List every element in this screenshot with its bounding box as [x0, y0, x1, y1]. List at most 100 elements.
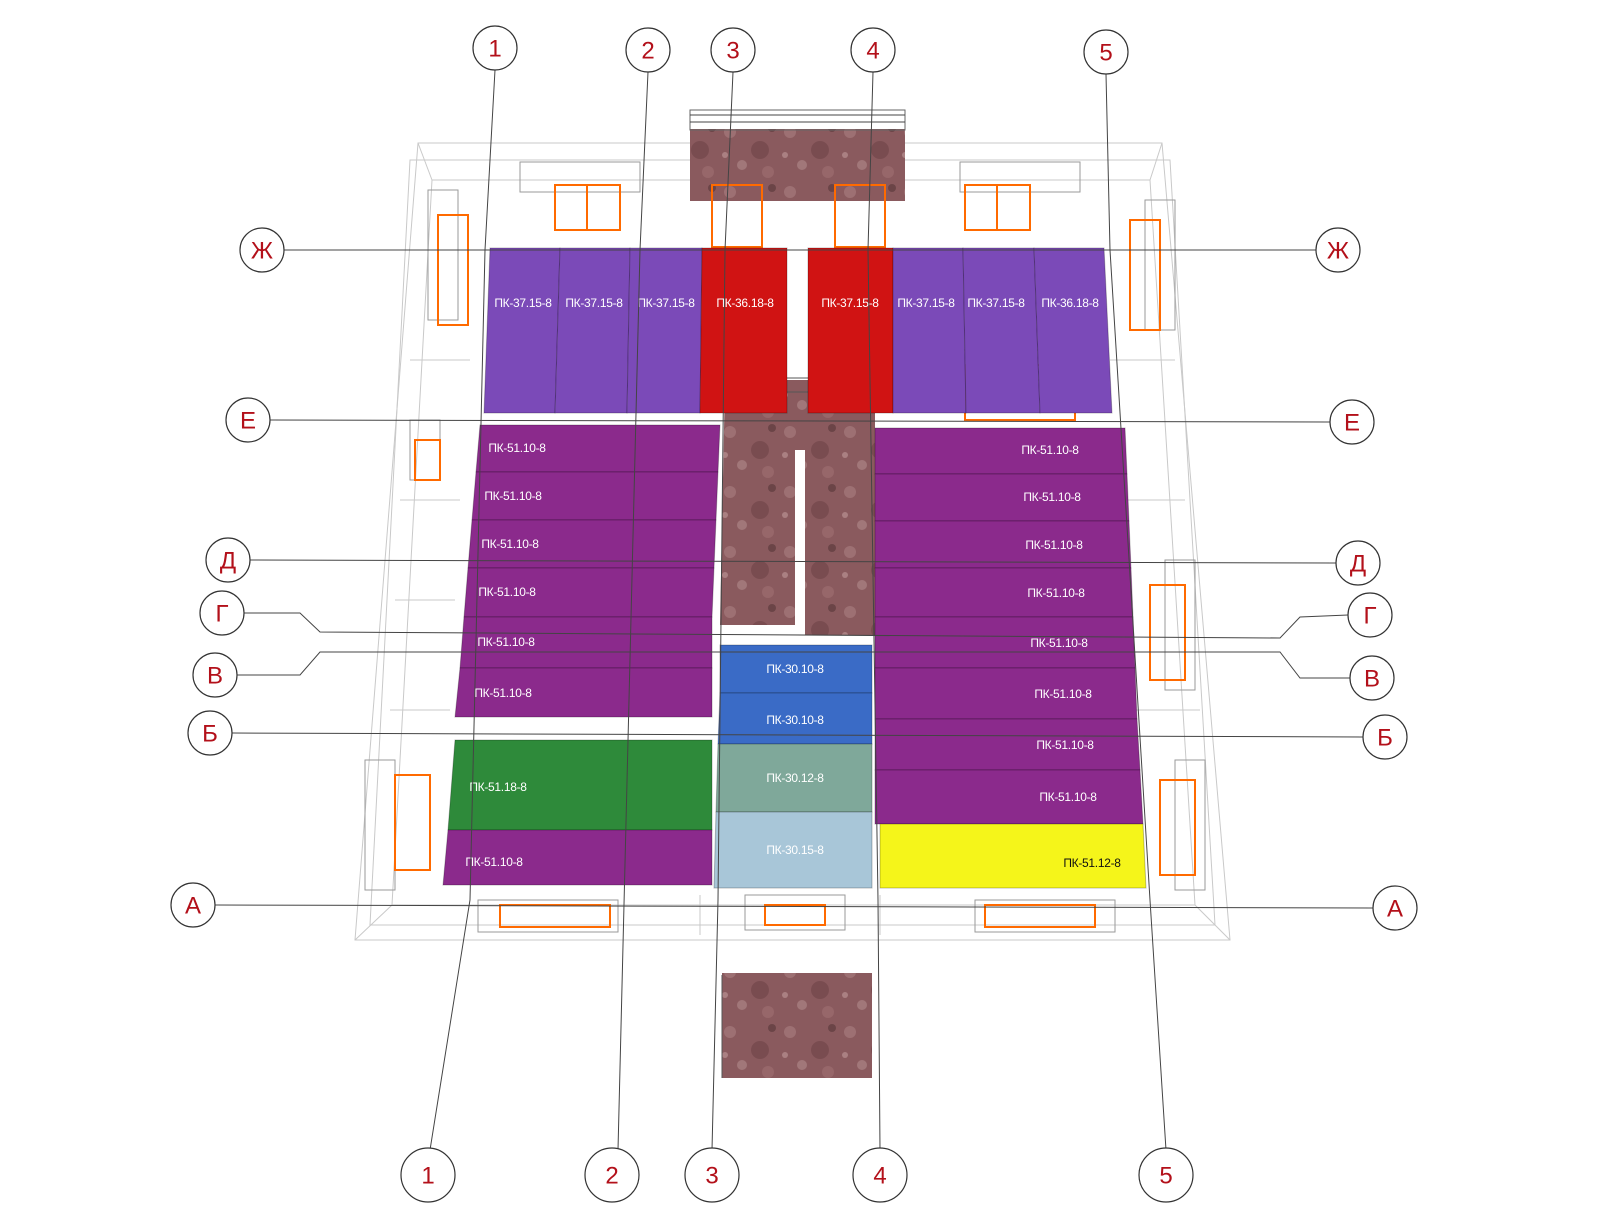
- axis-line-Б: [231, 732, 1364, 738]
- axis-left-Г: Г: [216, 601, 229, 628]
- slab-14: [454, 667, 713, 718]
- axis-left-Д-circle: [205, 537, 251, 583]
- axis-left-Г-circle: [199, 590, 245, 636]
- axis-right-А-circle: [1372, 885, 1418, 931]
- slab-label: ПК-37.15-8: [494, 296, 552, 310]
- slab-label: ПК-51.10-8: [465, 855, 523, 869]
- axis-line-3: [711, 71, 734, 1151]
- axis-bottom-1-circle: [400, 1147, 456, 1203]
- slab-label: ПК-30.10-8: [766, 713, 824, 727]
- slab-label: ПК-51.10-8: [1034, 687, 1092, 701]
- axis-bottom-3-circle: [684, 1147, 740, 1203]
- axis-line-Г: [244, 612, 1349, 639]
- slab-label: ПК-30.12-8: [766, 771, 824, 785]
- axis-bottom-4-circle: [852, 1147, 908, 1203]
- slab-7: [962, 247, 1041, 414]
- stair-flight: [720, 377, 876, 635]
- axis-bottom-5: 5: [1159, 1163, 1172, 1190]
- windows: [364, 161, 1206, 933]
- slab-label: ПК-37.15-8: [897, 296, 955, 310]
- axis-top-2-circle: [625, 27, 671, 73]
- floor-slabs: ПК-37.15-8 ПК-37.15-8 ПК-37.15-8 ПК-36.18-8…: [442, 247, 1147, 889]
- slab-25: [874, 616, 1136, 669]
- slab-label: ПК-51.10-8: [1025, 538, 1083, 552]
- axis-line-1: [429, 69, 496, 1151]
- axis-line-5: [1105, 73, 1167, 1151]
- axis-top-1-circle: [472, 25, 518, 71]
- axis-top-5-circle: [1083, 29, 1129, 75]
- slab-2: [554, 247, 631, 414]
- slab-label: ПК-51.12-8: [1063, 856, 1121, 870]
- axis-right-Е: Е: [1344, 410, 1360, 437]
- slab-26: [874, 667, 1138, 720]
- axis-right-В: В: [1364, 666, 1380, 693]
- axis-top-4-circle: [850, 27, 896, 73]
- axis-bottom-1: 1: [421, 1163, 434, 1190]
- entrance-landing: [721, 973, 872, 1078]
- slab-16: [442, 829, 713, 886]
- slab-label: ПК-37.15-8: [637, 296, 695, 310]
- axis-top-1: 1: [488, 36, 501, 63]
- axis-right-Б: Б: [1377, 725, 1393, 752]
- slab-6: [892, 247, 967, 414]
- axis-line-Д: [249, 559, 1337, 564]
- slab-28: [874, 769, 1144, 825]
- axis-right-Д-circle: [1335, 540, 1381, 586]
- axis-left-В: В: [207, 663, 223, 690]
- axis-left-Ж-circle: [239, 227, 285, 273]
- axis-right-Ж-circle: [1315, 227, 1361, 273]
- slab-1: [483, 247, 561, 414]
- slab-label: ПК-30.10-8: [766, 662, 824, 676]
- slab-24: [874, 567, 1134, 618]
- axis-left-Д: Д: [220, 548, 236, 575]
- slab-label: ПК-36.18-8: [1041, 296, 1099, 310]
- axis-left-Ж: Ж: [251, 238, 273, 265]
- axis-line-А: [214, 904, 1374, 909]
- slab-label: ПК-51.18-8: [469, 780, 527, 794]
- axis-top-3: 3: [726, 38, 739, 65]
- slab-29: [879, 823, 1147, 889]
- axis-bottom-2-circle: [584, 1147, 640, 1203]
- slab-label: ПК-51.10-8: [481, 537, 539, 551]
- axis-bottom-2: 2: [605, 1163, 618, 1190]
- slab-label: ПК-51.10-8: [477, 635, 535, 649]
- axis-line-Е: [269, 419, 1331, 423]
- axis-top-5: 5: [1099, 40, 1112, 67]
- slab-20: [713, 811, 873, 889]
- slab-label: ПК-51.10-8: [488, 441, 546, 455]
- slab-label: ПК-51.10-8: [1036, 738, 1094, 752]
- building-wireframe: [354, 142, 1231, 941]
- slab-label: ПК-51.10-8: [484, 489, 542, 503]
- slab-22: [874, 473, 1130, 522]
- axis-right-Е-circle: [1329, 399, 1375, 445]
- slab-23: [874, 520, 1132, 569]
- axis-right-Ж: Ж: [1327, 238, 1349, 265]
- slab-label: ПК-30.15-8: [766, 843, 824, 857]
- slab-5: [807, 247, 894, 414]
- axis-line-4: [867, 71, 881, 1151]
- balcony-top: [689, 109, 906, 201]
- slab-27: [874, 718, 1141, 771]
- slab-label: ПК-51.10-8: [474, 686, 532, 700]
- axis-left-Б: Б: [202, 721, 218, 748]
- axis-left-А-circle: [170, 882, 216, 928]
- axis-left-Е: Е: [240, 408, 256, 435]
- slab-label: ПК-51.10-8: [1027, 586, 1085, 600]
- slab-label: ПК-51.10-8: [478, 585, 536, 599]
- slab-8: [1033, 247, 1113, 414]
- slab-label: ПК-51.10-8: [1021, 443, 1079, 457]
- axis-right-Г-circle: [1347, 592, 1393, 638]
- slab-label: ПК-37.15-8: [821, 296, 879, 310]
- axis-left-Б-circle: [187, 710, 233, 756]
- axis-bottom-3: 3: [705, 1163, 718, 1190]
- axis-bottom-5-circle: [1138, 1147, 1194, 1203]
- slab-label: ПК-36.18-8: [716, 296, 774, 310]
- slab-label: ПК-51.10-8: [1039, 790, 1097, 804]
- slab-21: [874, 427, 1128, 475]
- slab-label: ПК-37.15-8: [967, 296, 1025, 310]
- axis-right-Б-circle: [1362, 714, 1408, 760]
- slab-4: [699, 247, 788, 414]
- axis-line-В: [237, 651, 1350, 679]
